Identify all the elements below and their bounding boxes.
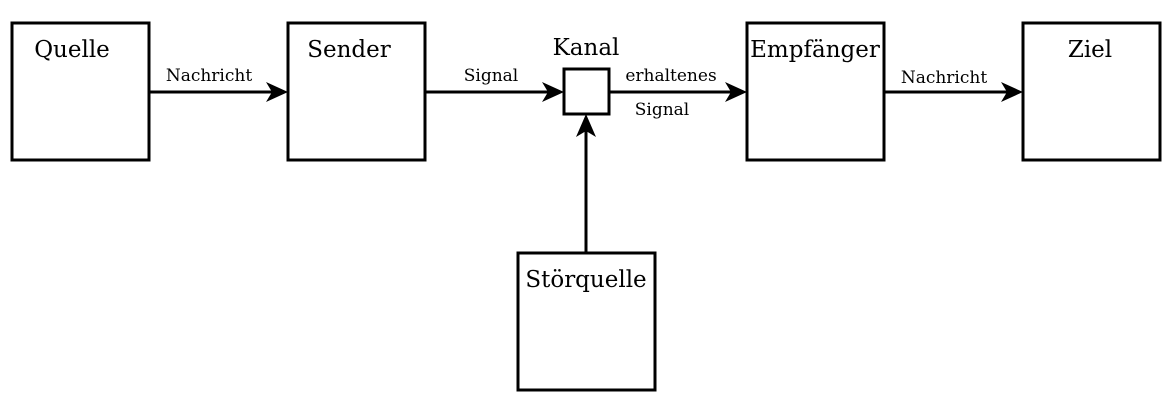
arrowhead-ziel [1001, 82, 1023, 102]
quelle-label: Quelle [34, 37, 110, 63]
arrowhead-empfaenger [725, 82, 747, 102]
empfaenger-box [745, 21, 886, 162]
ziel-label: Ziel [1068, 37, 1112, 63]
edge-label-nachricht-2: Nachricht [901, 68, 988, 88]
kanal-label: Kanal [553, 35, 620, 61]
stoerquelle-label: Störquelle [525, 267, 646, 293]
stoerquelle-box [516, 251, 657, 392]
quelle-box [10, 21, 151, 162]
edge-label-nachricht-1: Nachricht [166, 66, 253, 86]
arrowhead-sender [266, 82, 288, 102]
arrowhead-kanal-left [542, 82, 564, 102]
sender-label: Sender [307, 37, 391, 63]
empfaenger-label: Empfänger [750, 37, 880, 63]
ziel-box [1021, 21, 1162, 162]
kanal-box [562, 67, 611, 116]
sender-box [286, 21, 427, 162]
edge-label-signal: Signal [464, 66, 519, 86]
edge-label-signal-2: Signal [635, 100, 690, 120]
arrowhead-kanal-bottom [576, 114, 596, 137]
edge-label-erhaltenes: erhaltenes [625, 66, 716, 86]
